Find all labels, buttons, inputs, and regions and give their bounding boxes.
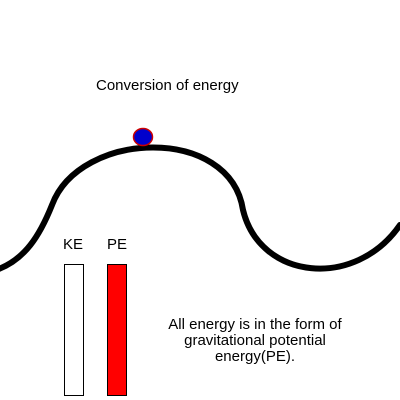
pe-bar (107, 264, 127, 396)
track-curve (0, 144, 400, 272)
pe-label: PE (107, 236, 128, 253)
pe-bar-fill (108, 265, 126, 395)
ke-label: KE (63, 236, 84, 253)
diagram-title: Conversion of energy (96, 77, 239, 94)
energy-caption: All energy is in the form of gravitation… (168, 316, 342, 365)
ball (132, 127, 154, 147)
ke-bar (64, 264, 84, 396)
